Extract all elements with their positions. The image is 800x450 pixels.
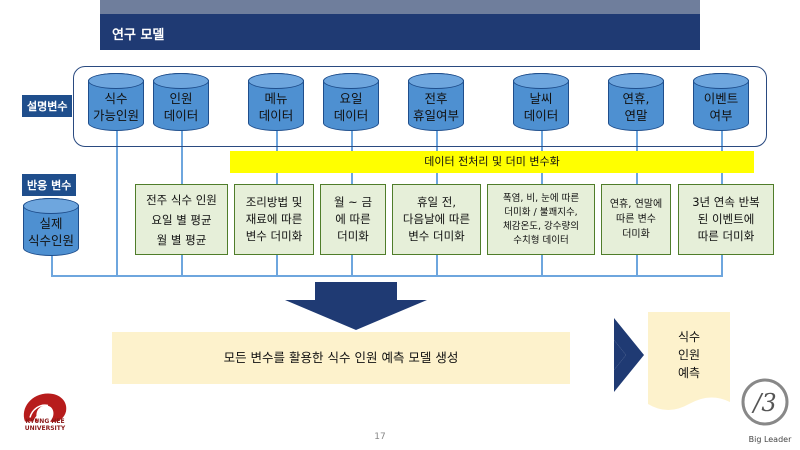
variable-cylinder: 전후 휴일여부 (407, 72, 464, 131)
processing-box: 연휴, 연말에 따른 변수 더미화 (601, 184, 671, 255)
variable-cylinder: 요일 데이터 (322, 72, 379, 131)
output-document-label: 식수 인원 예측 (677, 330, 701, 380)
connector-line (51, 275, 723, 277)
header-accent-bar (100, 0, 700, 14)
preprocess-bar: 데이터 전처리 및 더미 변수화 (230, 151, 754, 173)
processing-box: 휴일 전, 다음날에 따른 변수 더미화 (392, 184, 481, 255)
explanatory-label: 설명변수 (22, 95, 73, 117)
big-leader-logo-text: Big Leader (748, 435, 792, 444)
big-leader-logo: /3 (741, 378, 789, 426)
model-box: 모든 변수를 활용한 식수 인원 예측 모델 생성 (112, 332, 570, 384)
processing-box: 3년 연속 반복 된 이벤트에 따른 더미화 (678, 184, 774, 255)
variable-cylinder: 이벤트 여부 (692, 72, 749, 131)
variable-cylinder: 식수 가능인원 (87, 72, 144, 131)
variable-cylinder: 메뉴 데이터 (247, 72, 304, 131)
variable-cylinder: 연휴, 연말 (607, 72, 664, 131)
university-logo-text: KYUNG HEE UNIVERSITY (24, 418, 66, 432)
output-document-shape (648, 312, 730, 410)
connector-line (116, 130, 118, 276)
variable-cylinder: 인원 데이터 (152, 72, 209, 131)
header-bar (100, 14, 700, 50)
response-label: 반응 변수 (22, 174, 77, 196)
variable-cylinder: 날씨 데이터 (512, 72, 569, 131)
processing-box: 폭염, 비, 눈에 따른 더미화 / 불쾌지수, 체감온도, 강수량의 수치형 … (487, 184, 595, 255)
processing-box: 조리방법 및 재료에 따른 변수 더미화 (234, 184, 314, 255)
page-number: 17 (374, 432, 386, 442)
response-cylinder: 실제 식수인원 (22, 197, 79, 256)
connector-line (51, 250, 53, 276)
page-title: 연구 모델 (112, 28, 165, 43)
processing-box: 전주 식수 인원 요일 별 평균 월 별 평균 (135, 184, 228, 255)
processing-box: 월 ~ 금 에 따른 더미화 (320, 184, 386, 255)
svg-text:/3: /3 (751, 389, 776, 417)
down-arrow-icon (285, 282, 427, 330)
right-arrow-icon (614, 318, 644, 392)
explanatory-variables-group (73, 66, 767, 147)
university-logo (23, 393, 67, 423)
